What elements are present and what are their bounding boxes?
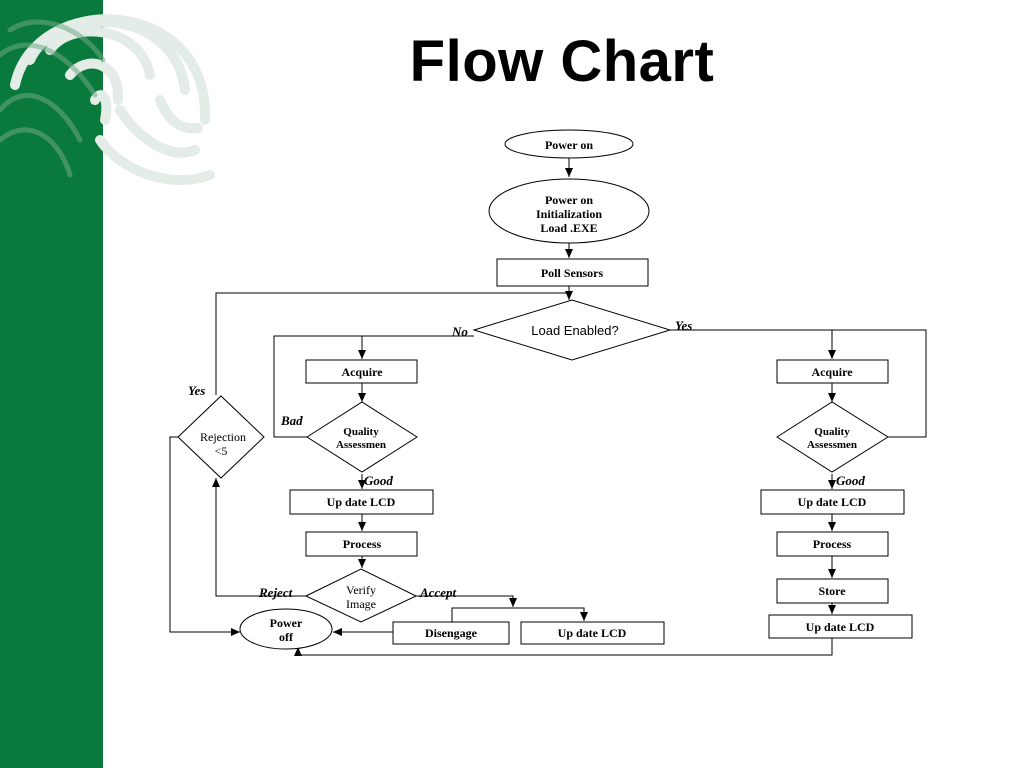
- process-right-box: [776, 531, 889, 557]
- update-lcd-right-2-label: Up date LCD: [806, 620, 875, 634]
- power-off-label-1: Power: [270, 616, 303, 630]
- update-lcd-right-box: [760, 489, 905, 515]
- quality-left-label-2: Assessmen: [336, 439, 386, 451]
- init-label-3: Load .EXE: [540, 221, 597, 235]
- edge-label-no: No: [451, 324, 468, 339]
- update-lcd-left-label: Up date LCD: [327, 495, 396, 509]
- update-lcd-bottom-box: [520, 621, 665, 645]
- fingerprint-watermark: [0, 14, 215, 186]
- quality-right-label-2: Assessmen: [807, 439, 857, 451]
- init-node: [488, 178, 650, 244]
- edge-label-yes-left: Yes: [188, 383, 205, 398]
- edge-label-accept: Accept: [419, 585, 456, 600]
- power-on-terminal: [504, 129, 634, 159]
- acquire-right-label: Acquire: [811, 365, 853, 379]
- rejection-label-1: Rejection: [200, 430, 246, 444]
- disengage-label: Disengage: [425, 626, 478, 640]
- green-sidebar: [0, 0, 103, 768]
- store-label: Store: [818, 584, 846, 598]
- quality-right-decision: [776, 401, 889, 473]
- init-label-1: Power on: [545, 193, 593, 207]
- rejection-decision: [177, 395, 265, 479]
- process-left-label: Process: [343, 537, 382, 551]
- edge-label-good-left: Good: [364, 473, 393, 488]
- verify-image-label-1: Verify: [346, 583, 376, 597]
- update-lcd-right-2-box: [768, 614, 913, 639]
- verify-image-label-2: Image: [346, 597, 376, 611]
- acquire-right-box: [776, 359, 889, 384]
- quality-left-decision: [306, 401, 418, 473]
- update-lcd-right-label: Up date LCD: [798, 495, 867, 509]
- store-box: [776, 578, 889, 604]
- quality-right-label-1: Quality: [814, 426, 850, 438]
- init-label-2: Initialization: [536, 207, 602, 221]
- edge-label-yes-right: Yes: [675, 318, 692, 333]
- acquire-left-label: Acquire: [341, 365, 383, 379]
- disengage-box: [392, 621, 510, 645]
- verify-image-decision: [304, 568, 418, 623]
- edge-label-good-right: Good: [836, 473, 865, 488]
- power-off-terminal: [239, 608, 333, 650]
- power-off-label-2: off: [279, 630, 294, 644]
- edge-label-reject: Reject: [258, 585, 293, 600]
- load-enabled-decision: [472, 299, 672, 361]
- slide-title: Flow Chart: [409, 29, 715, 94]
- quality-left-label-1: Quality: [343, 426, 379, 438]
- process-left-box: [305, 531, 418, 557]
- edge-label-bad: Bad: [280, 413, 303, 428]
- load-enabled-label: Load Enabled?: [531, 323, 618, 338]
- rejection-label-2: <5: [215, 444, 228, 458]
- poll-sensors-box: [496, 258, 649, 287]
- power-on-label: Power on: [545, 138, 593, 152]
- acquire-left-box: [305, 359, 418, 384]
- update-lcd-left-box: [289, 489, 434, 515]
- poll-sensors-label: Poll Sensors: [541, 266, 604, 280]
- process-right-label: Process: [813, 537, 852, 551]
- update-lcd-bottom-label: Up date LCD: [558, 626, 627, 640]
